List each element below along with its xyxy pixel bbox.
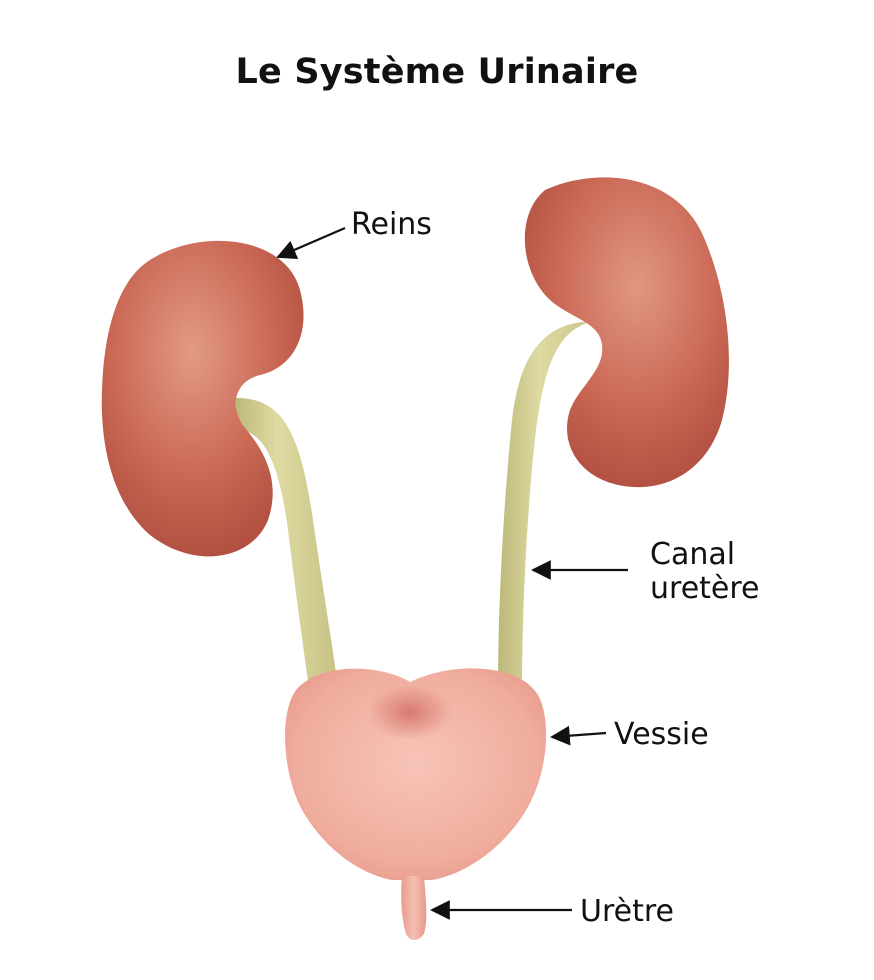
vessie-arrow [550, 725, 607, 746]
left-ureter [236, 398, 338, 695]
bladder-dome-shading [368, 684, 452, 740]
reins-arrow [276, 226, 346, 260]
label-vessie: Vessie [614, 717, 709, 752]
bladder [285, 668, 547, 880]
left-kidney [101, 240, 304, 557]
urethra [401, 876, 427, 940]
label-reins: Reins [351, 207, 432, 242]
right-ureter [498, 320, 600, 690]
label-canal-line2: uretère [650, 571, 760, 606]
diagram-title: Le Système Urinaire [235, 52, 639, 92]
label-canal-uretere: Canal uretère [650, 538, 760, 606]
label-canal-line1: Canal [650, 537, 736, 572]
label-uretre: Urètre [580, 894, 674, 929]
right-kidney [524, 177, 729, 488]
